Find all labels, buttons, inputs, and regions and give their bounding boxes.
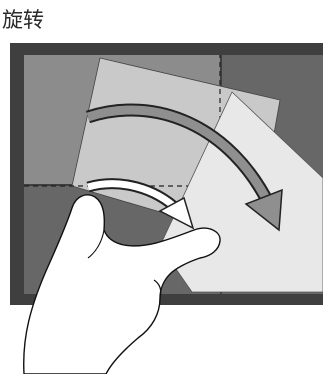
swipe-arrow-icon <box>86 178 195 230</box>
page-title: 旋转 <box>2 8 44 32</box>
curved-arrow-icon <box>85 103 283 232</box>
two-finger-rotate-hand-icon <box>23 194 221 374</box>
